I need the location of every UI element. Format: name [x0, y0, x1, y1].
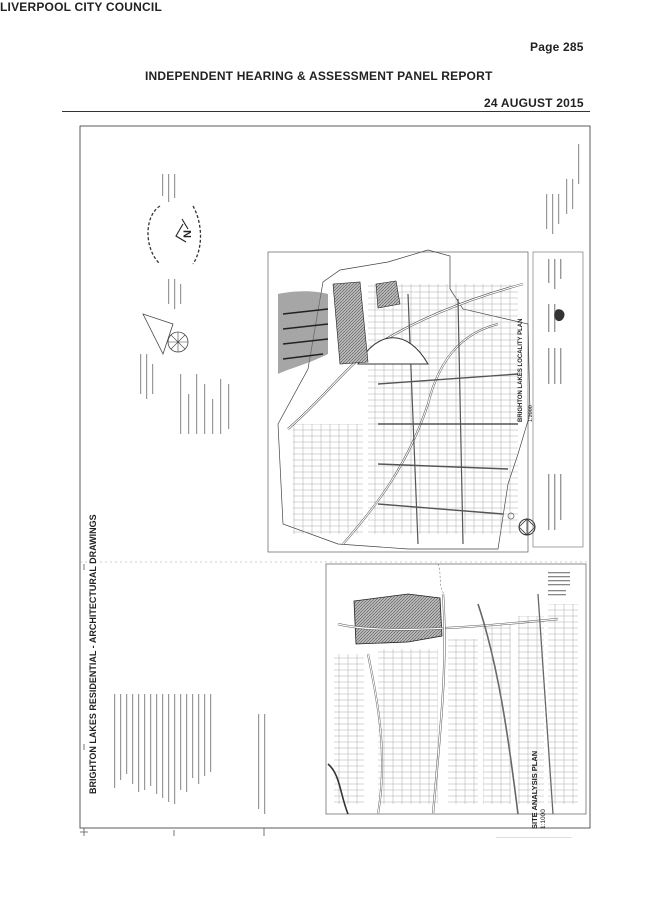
site-analysis-plan — [325, 563, 587, 815]
svg-text:—————————————————————: ————————————————————— — [496, 835, 572, 839]
locality-plan-title: BRIGHTON LAKES LOCALITY PLAN — [518, 318, 524, 422]
drawing-set-title: BRIGHTON LAKES RESIDENTIAL - ARCHITECTUR… — [88, 514, 98, 794]
drawing-linework: ————————————————————— — [79, 125, 591, 839]
drawing-notes — [140, 174, 230, 434]
council-name: LIVERPOOL CITY COUNCIL — [0, 0, 162, 14]
north-label: N — [181, 230, 194, 238]
report-title: INDEPENDENT HEARING & ASSESSMENT PANEL R… — [145, 69, 493, 83]
locality-plan — [267, 144, 584, 553]
site-analysis-plan-title: SITE ANALYSIS PLAN — [530, 750, 539, 829]
direction-indicator-icon — [147, 205, 202, 265]
compass-rose-icon — [142, 313, 189, 356]
report-date: 24 AUGUST 2015 — [484, 96, 584, 110]
registration-marks — [80, 564, 265, 836]
drawing-list — [114, 694, 266, 814]
architectural-drawing-sheet: ————————————————————— BRIGHTON LAKES RES… — [78, 124, 594, 846]
page-number: Page 285 — [530, 40, 584, 54]
site-analysis-plan-scale: 1:1000 — [540, 809, 547, 829]
locality-plan-scale: 1:2000 — [528, 405, 534, 422]
header-divider — [62, 111, 590, 112]
